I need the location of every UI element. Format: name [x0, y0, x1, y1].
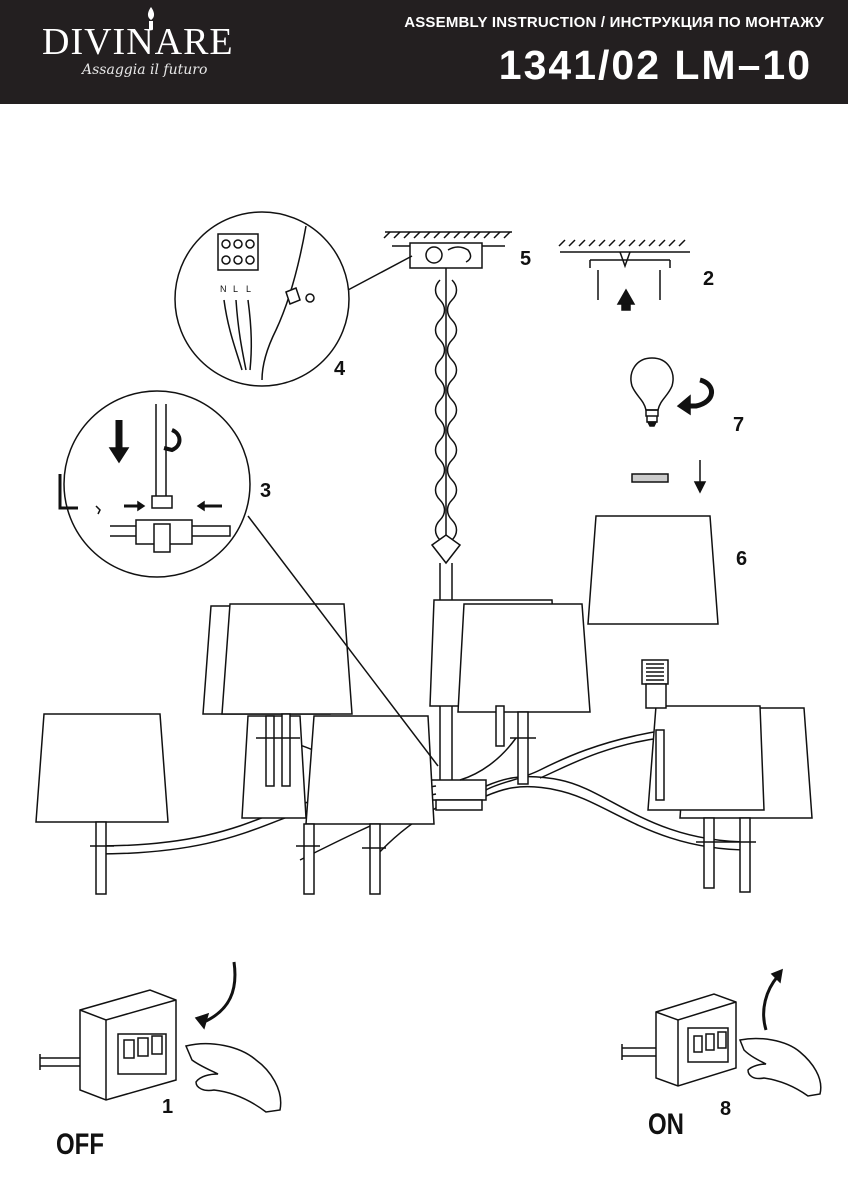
wire-label-n: N [220, 284, 227, 294]
step-number-3: 3 [260, 480, 272, 502]
ceiling-mount-5 [383, 231, 512, 269]
wiring-detail-4: N L L [174, 211, 413, 387]
step-number-8: 8 [720, 1098, 732, 1120]
step-number-7: 7 [733, 414, 745, 436]
step-number-2: 2 [703, 268, 715, 290]
fixing-detail-3 [58, 390, 439, 767]
bulb-socket [631, 460, 707, 709]
wire-label-l2: L [246, 284, 251, 294]
document-subtitle: ASSEMBLY INSTRUCTION / ИНСТРУКЦИЯ ПО МОН… [404, 14, 824, 31]
flame-icon [147, 7, 155, 29]
step-number-5: 5 [520, 248, 532, 270]
brand-logo: DIVINARE [42, 21, 234, 63]
step-number-6: 6 [736, 548, 748, 570]
wall-switch-off [39, 961, 282, 1113]
light-bulb-icon [630, 357, 674, 427]
rotate-arrow-icon [676, 377, 714, 416]
wire-label-l1: L [233, 284, 238, 294]
header-bar: DIVINARE Assaggia il futuro ASSEMBLY INS… [0, 0, 848, 104]
ceiling-bracket-2 [558, 239, 690, 311]
candle-posts [90, 705, 756, 895]
lamp-shades [35, 515, 813, 825]
switch-on-label: ON [648, 1108, 684, 1141]
model-number: 1341/02 LM–10 [498, 42, 812, 88]
switch-off-label: OFF [56, 1128, 104, 1161]
step-number-4: 4 [334, 358, 346, 380]
chain [430, 268, 462, 565]
wall-switch-on [621, 968, 822, 1097]
assembly-drawing: N L L [35, 211, 822, 1113]
brand-tagline: Assaggia il futuro [82, 62, 208, 78]
step-number-1: 1 [162, 1096, 174, 1118]
